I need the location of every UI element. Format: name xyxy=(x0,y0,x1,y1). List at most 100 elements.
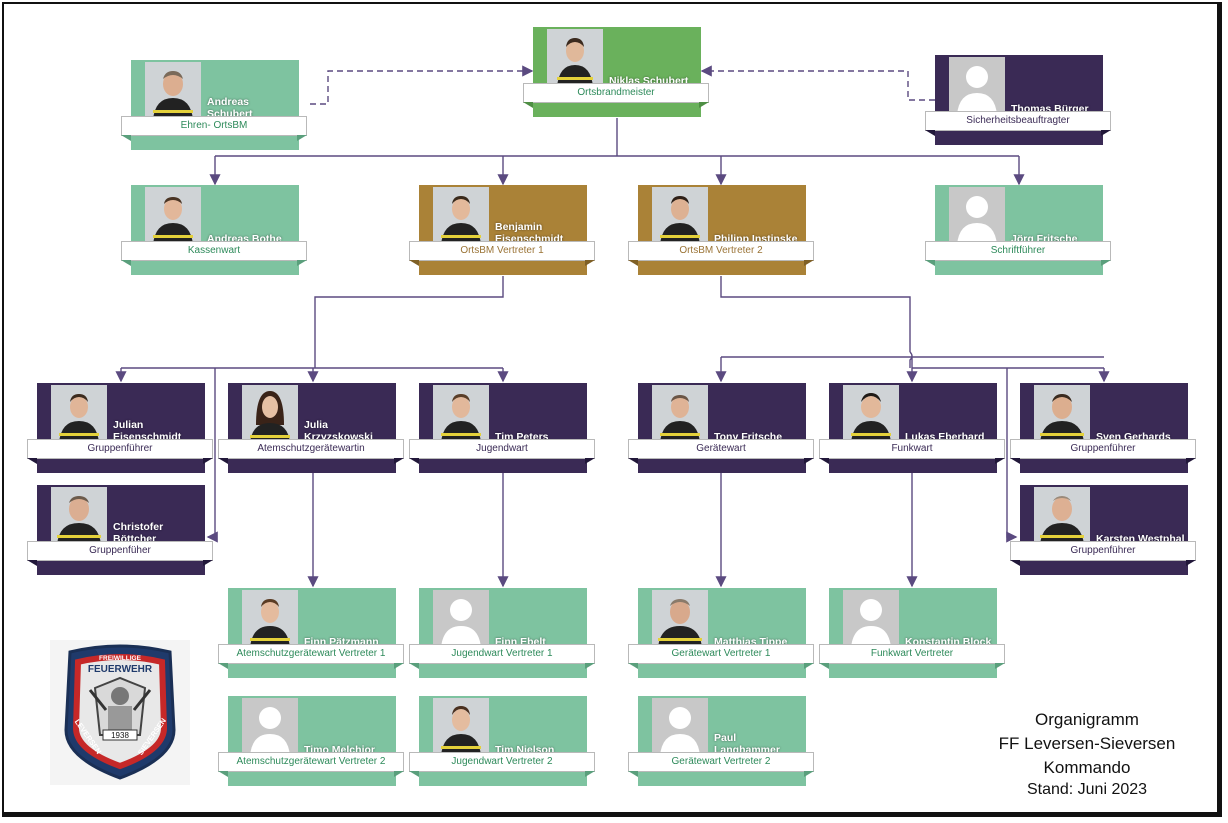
logo-year: 1938 xyxy=(111,731,129,740)
chart-title-block: Organigramm FF Leversen-Sieversen Komman… xyxy=(980,708,1194,800)
photo xyxy=(652,187,708,245)
ribbon-tab-left xyxy=(218,771,228,777)
fire-department-logo: 1938 FREIWILLIGE FEUERWEHR LEVERSEN SIEV… xyxy=(50,640,190,785)
role-label: Funkwart xyxy=(819,439,1005,459)
ribbon-tab-left xyxy=(628,663,638,669)
photo xyxy=(51,487,107,545)
role-label: Funkwart Vertreter xyxy=(819,644,1005,664)
card-schriftfuehrer: Jörg Fritsche Schriftführer xyxy=(925,185,1111,277)
role-label: Gerätewart Vertreter 2 xyxy=(628,752,814,772)
ribbon-tab-right xyxy=(804,260,814,266)
photo xyxy=(652,590,708,648)
title-stand: Stand: Juni 2023 xyxy=(1026,781,1148,798)
ribbon-tab-left xyxy=(819,458,829,464)
photo xyxy=(242,590,298,648)
ribbon-tab-left xyxy=(27,560,37,566)
card-gruppenfuehrer-karsten: Karsten Westphal Gruppenführer xyxy=(1010,485,1196,577)
photo xyxy=(145,62,201,120)
ribbon-tab-right xyxy=(699,102,709,108)
role-label: OrtsBM Vertreter 1 xyxy=(409,241,595,261)
role-label: Ortsbrandmeister xyxy=(523,83,709,103)
role-label: Kassenwart xyxy=(121,241,307,261)
ribbon-tab-left xyxy=(409,771,419,777)
ribbon-tab-right xyxy=(1186,560,1196,566)
card-ehren-ortsbm: Andreas Schubert Ehren- OrtsBM xyxy=(121,60,307,152)
role-label: Jugendwart Vertreter 2 xyxy=(409,752,595,772)
ribbon-tab-right xyxy=(1186,458,1196,464)
role-label: Gruppenführer xyxy=(27,439,213,459)
role-label: Gruppenführer xyxy=(1010,541,1196,561)
ribbon-tab-right xyxy=(804,458,814,464)
photo xyxy=(652,385,708,443)
ribbon-tab-right xyxy=(203,458,213,464)
photo xyxy=(547,29,603,87)
photo xyxy=(242,385,298,443)
role-label: Atemschutzgerätewart Vertreter 2 xyxy=(218,752,404,772)
placeholder-avatar-icon xyxy=(949,187,1005,245)
photo xyxy=(843,385,899,443)
card-jugendwart-vertreter-1: Finn Ebelt Jugendwart Vertreter 1 xyxy=(409,588,595,680)
ribbon-tab-right xyxy=(297,135,307,141)
card-geraetewart-vertreter-2: Paul Langhammer Gerätewart Vertreter 2 xyxy=(628,696,814,788)
ribbon-tab-left xyxy=(218,663,228,669)
placeholder-avatar-icon xyxy=(949,57,1005,115)
card-sicherheitsbeauftragter: Thomas Bürger Sicherheitsbeauftragter xyxy=(925,55,1111,147)
ribbon-tab-left xyxy=(628,458,638,464)
card-geraetewart: Tony Fritsche Gerätewart xyxy=(628,383,814,475)
ribbon-tab-left xyxy=(218,458,228,464)
photo xyxy=(1034,385,1090,443)
card-ortsbrandmeister: Niklas Schubert Ortsbrandmeister xyxy=(523,27,709,119)
role-label: Jugendwart xyxy=(409,439,595,459)
photo xyxy=(145,187,201,245)
ribbon-tab-right xyxy=(585,663,595,669)
role-label: Ehren- OrtsBM xyxy=(121,116,307,136)
ribbon-tab-left xyxy=(121,260,131,266)
ribbon-tab-right xyxy=(394,771,404,777)
card-funkwart-vertreter: Konstantin Block Funkwart Vertreter xyxy=(819,588,1005,680)
card-gruppenfuehrer-christofer: Christofer Böttcher Gruppenfüher xyxy=(27,485,213,577)
card-gruppenfuehrer-julian: Julian Eisenschmidt Gruppenführer xyxy=(27,383,213,475)
role-label: Sicherheitsbeauftragter xyxy=(925,111,1111,131)
card-atemschutz-vertreter-1: Finn Pätzmann Atemschutzgerätewart Vertr… xyxy=(218,588,404,680)
ribbon-tab-left xyxy=(409,458,419,464)
placeholder-avatar-icon xyxy=(652,698,708,756)
card-gruppenfuehrer-sven: Sven Gerhards Gruppenführer xyxy=(1010,383,1196,475)
role-label: Atemschutzgerätewartin xyxy=(218,439,404,459)
photo xyxy=(433,385,489,443)
role-label: Gruppenführer xyxy=(1010,439,1196,459)
card-ortsbm-vertreter-2: Philipp Instinske OrtsBM Vertreter 2 xyxy=(628,185,814,277)
ribbon-tab-left xyxy=(409,260,419,266)
ribbon-tab-right xyxy=(585,771,595,777)
card-ortsbm-vertreter-1: Benjamin Eisenschmidt OrtsBM Vertreter 1 xyxy=(409,185,595,277)
photo xyxy=(1034,487,1090,545)
ribbon-tab-left xyxy=(409,663,419,669)
logo-mid-text: FEUERWEHR xyxy=(88,664,153,675)
ribbon-tab-left xyxy=(1010,560,1020,566)
ribbon-tab-left xyxy=(628,771,638,777)
ribbon-tab-left xyxy=(523,102,533,108)
placeholder-avatar-icon xyxy=(843,590,899,648)
card-jugendwart: Tim Peters Jugendwart xyxy=(409,383,595,475)
card-atemschutzgeraetewartin: Julia Krzyzskowski Atemschutzgerätewarti… xyxy=(218,383,404,475)
ribbon-tab-right xyxy=(804,771,814,777)
photo xyxy=(433,698,489,756)
ribbon-tab-right xyxy=(585,260,595,266)
ribbon-tab-right xyxy=(995,663,1005,669)
ribbon-tab-left xyxy=(819,663,829,669)
placeholder-avatar-icon xyxy=(433,590,489,648)
ribbon-tab-right xyxy=(804,663,814,669)
ribbon-tab-left xyxy=(628,260,638,266)
ribbon-tab-right xyxy=(1101,130,1111,136)
ribbon-tab-left xyxy=(121,135,131,141)
role-label: Gerätewart xyxy=(628,439,814,459)
photo xyxy=(51,385,107,443)
role-label: Atemschutzgerätewart Vertreter 1 xyxy=(218,644,404,664)
ribbon-tab-right xyxy=(394,663,404,669)
ribbon-tab-left xyxy=(925,260,935,266)
role-label: Schriftführer xyxy=(925,241,1111,261)
card-funkwart: Lukas Eberhard Funkwart xyxy=(819,383,1005,475)
card-jugendwart-vertreter-2: Tim Nielson Jugendwart Vertreter 2 xyxy=(409,696,595,788)
card-atemschutz-vertreter-2: Timo Melchior Atemschutzgerätewart Vertr… xyxy=(218,696,404,788)
